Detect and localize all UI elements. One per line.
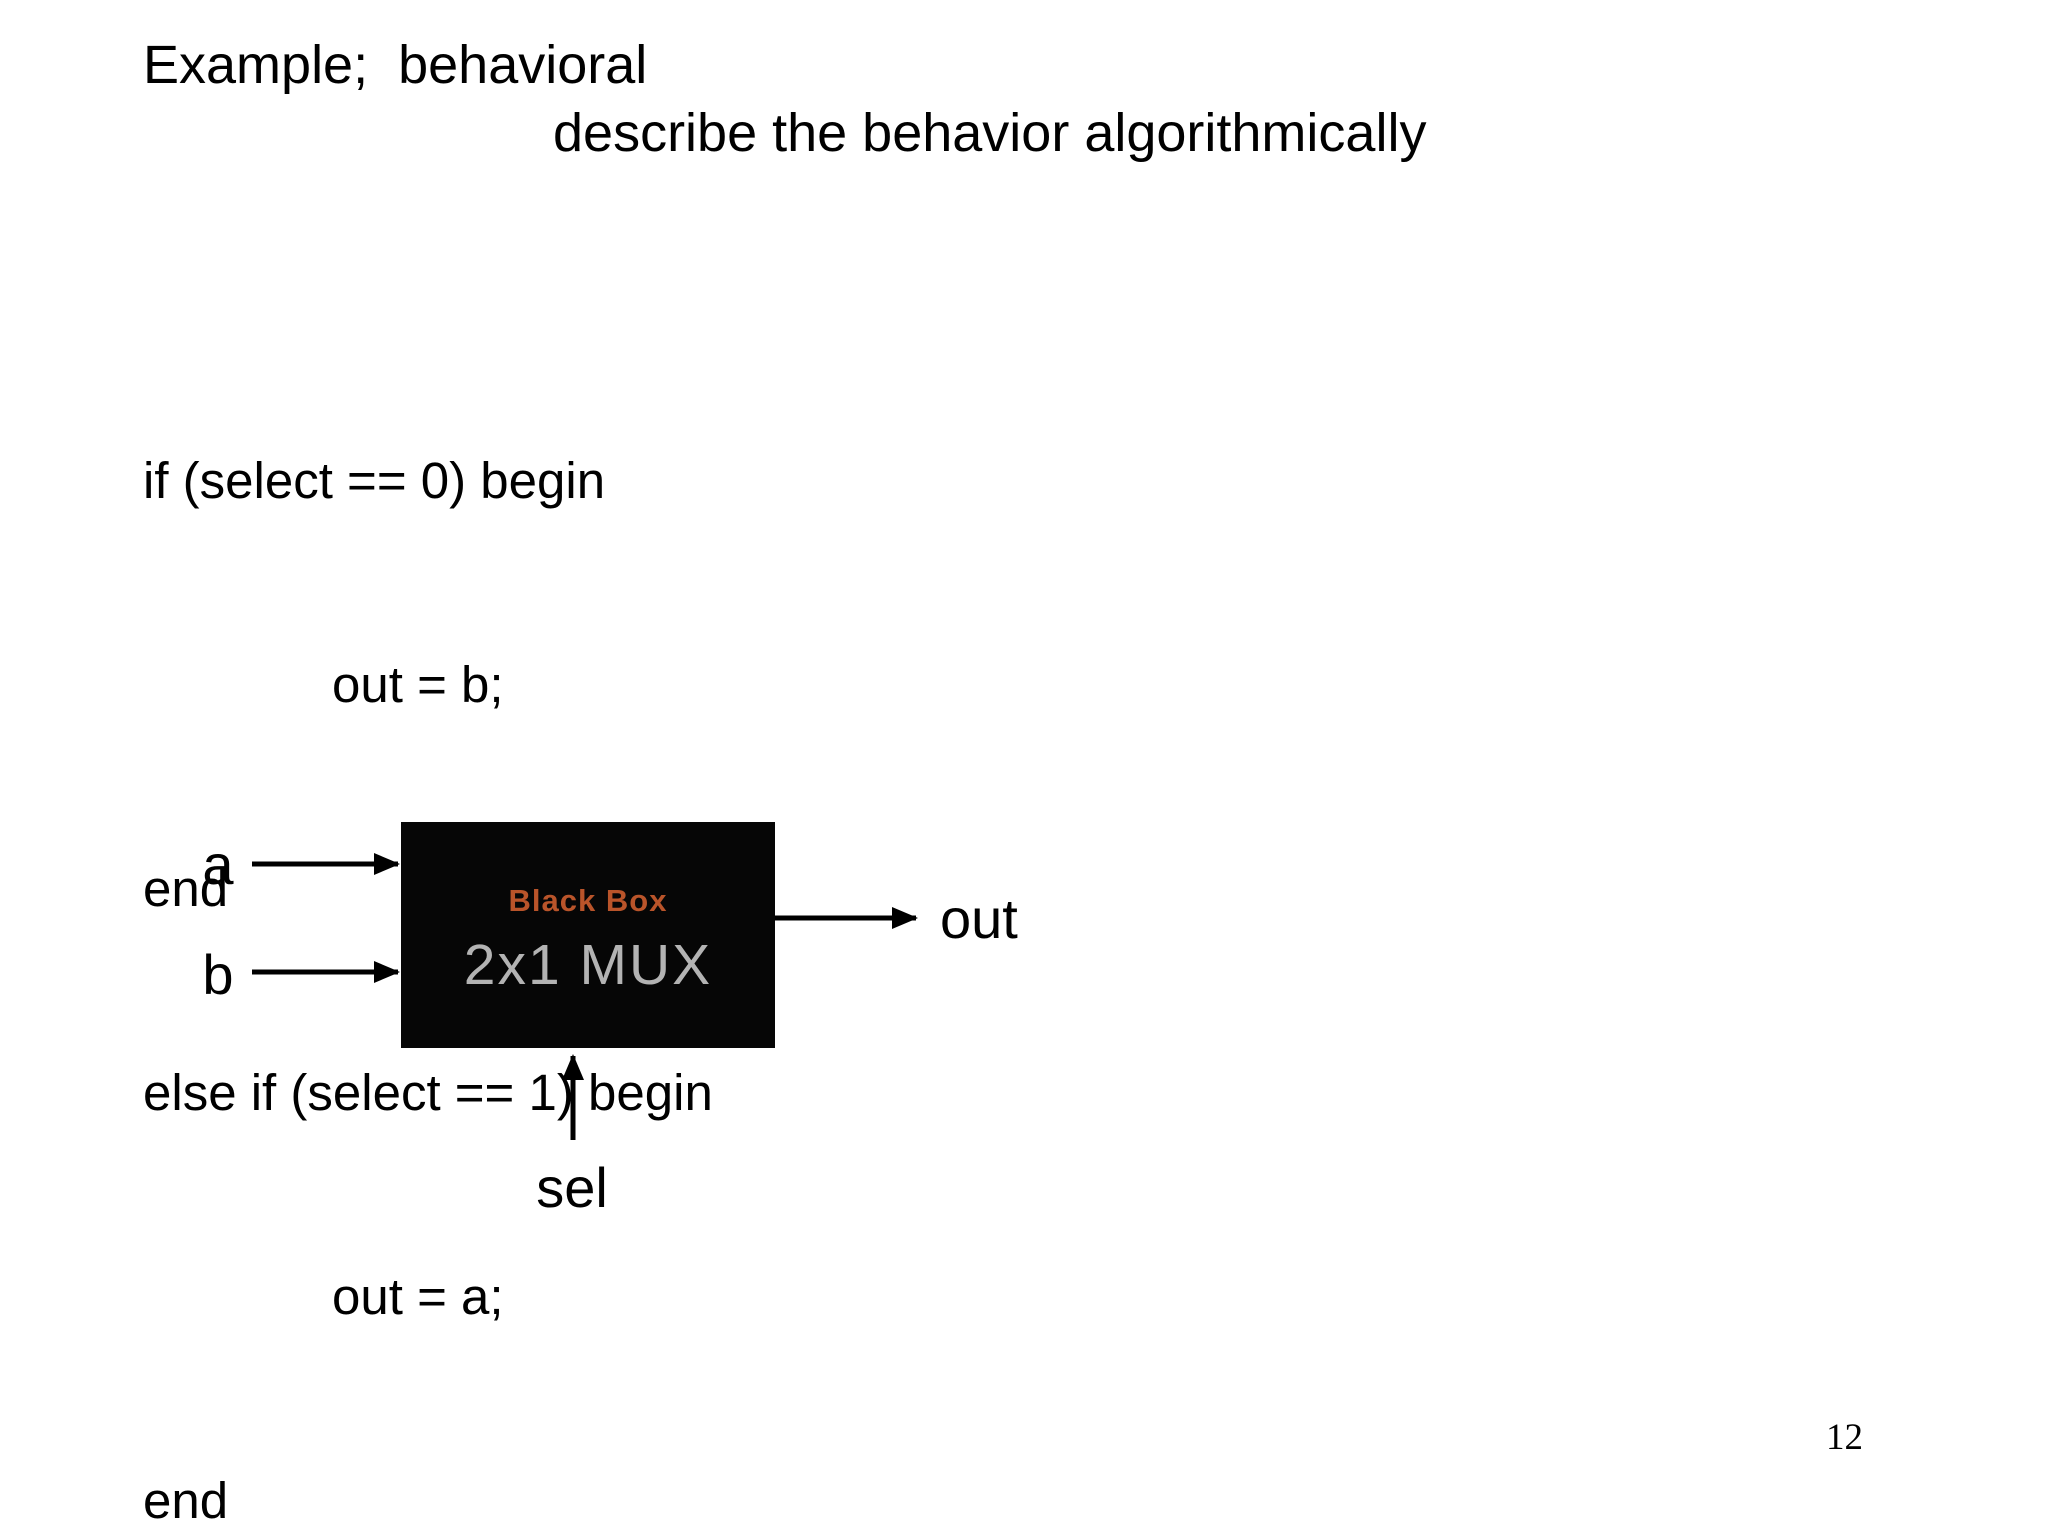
code-line: out = a; bbox=[332, 1268, 504, 1325]
mux-label: 2x1 MUX bbox=[464, 933, 712, 997]
output-label: out bbox=[940, 887, 1018, 950]
code-line: if (select == 0) begin bbox=[143, 452, 606, 509]
page-number: 12 bbox=[1826, 1417, 1863, 1458]
slide-subtitle: describe the behavior algorithmically bbox=[553, 103, 1427, 163]
black-box-label: Black Box bbox=[509, 883, 668, 918]
sel-label: sel bbox=[536, 1156, 608, 1219]
code-line: end bbox=[143, 860, 229, 917]
code-line: end bbox=[143, 1472, 229, 1529]
code-line: out = b; bbox=[332, 656, 504, 713]
black-box bbox=[401, 822, 775, 1048]
input-a-label: a bbox=[202, 833, 234, 896]
slide-title: Example; behavioral bbox=[143, 35, 648, 95]
input-b-label: b bbox=[202, 943, 233, 1006]
code-line: else if (select == 1) begin bbox=[143, 1064, 713, 1121]
code-block: if (select == 0) begin out = b; end else… bbox=[143, 311, 713, 1536]
